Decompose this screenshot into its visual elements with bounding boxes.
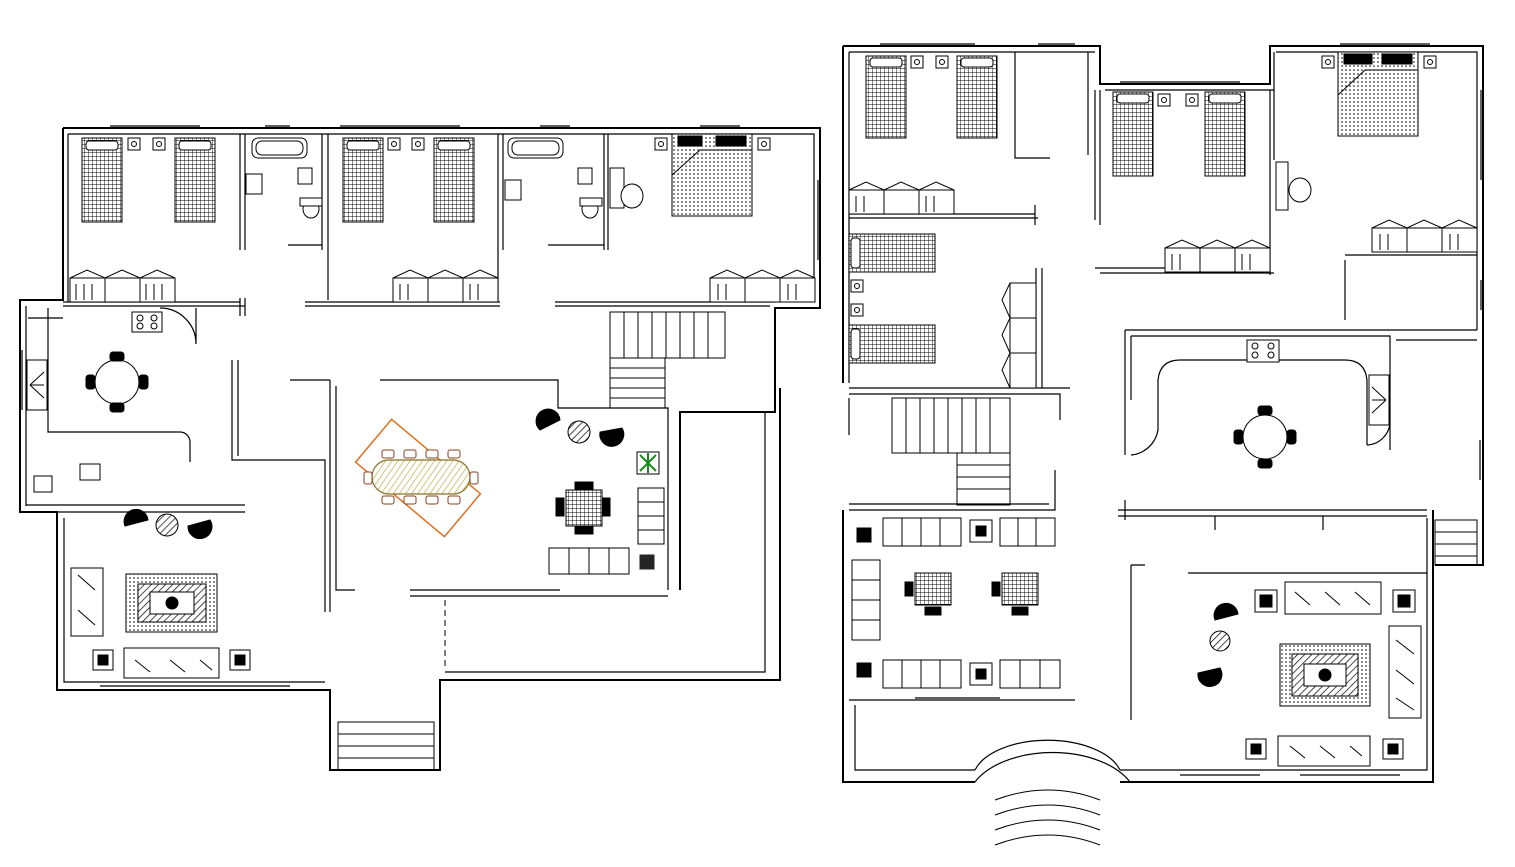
dining-table-left (354, 418, 482, 538)
round-dining-table-right (1233, 405, 1297, 469)
sitting-area-right (851, 517, 1061, 689)
wardrobe (69, 269, 176, 303)
entrance-steps-left (324, 470, 446, 771)
bedroom-2-left (342, 137, 499, 303)
master-bedroom-right (1275, 51, 1478, 253)
plan-left (19, 125, 821, 771)
master-bedroom-left (654, 133, 816, 303)
round-dining-table-left (85, 351, 149, 413)
plan-right (842, 43, 1484, 846)
lounge-left (535, 408, 665, 575)
bedroom-c-right (848, 233, 1037, 389)
living-room-left (70, 508, 251, 679)
bedroom-b-right (1112, 91, 1271, 273)
staircase-right (891, 397, 1478, 566)
staircase-left (609, 311, 726, 409)
kitchen-left (26, 311, 163, 493)
bedroom-a-right (848, 55, 998, 215)
kitchen-right (1246, 339, 1390, 426)
bathroom-2-left (504, 137, 644, 219)
bathroom-1-left (245, 137, 323, 219)
bedroom-1-left (69, 137, 216, 303)
living-room-right (1197, 581, 1422, 767)
